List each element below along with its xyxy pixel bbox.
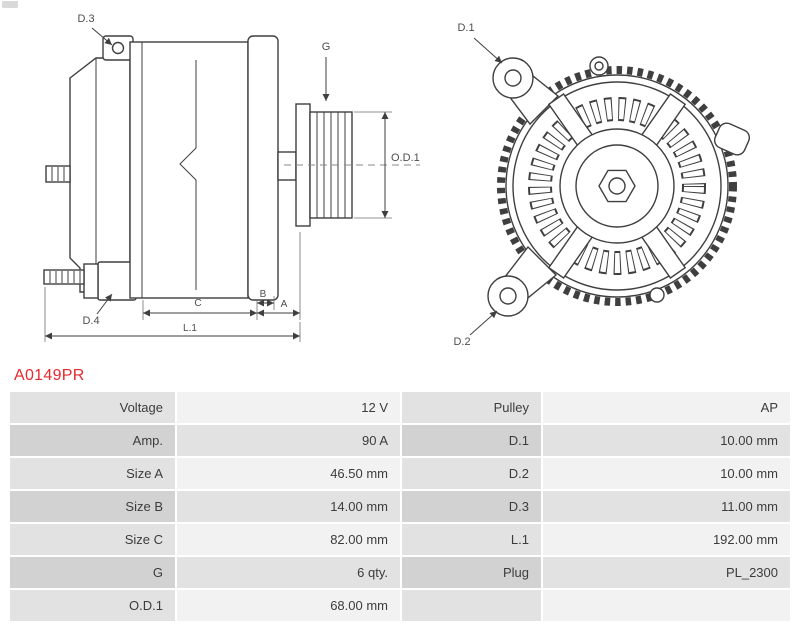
spec-value: 12 V [177,392,400,423]
spec-value: 192.00 mm [543,524,790,555]
spec-label [402,590,541,621]
spec-value: 10.00 mm [543,458,790,489]
spec-value: 68.00 mm [177,590,400,621]
spec-label: D.2 [402,458,541,489]
part-number: A0149PR [14,367,85,384]
spec-label: G [10,557,175,588]
spec-value: 82.00 mm [177,524,400,555]
spec-label: Pulley [402,392,541,423]
label-d3: D.3 [77,13,94,25]
spec-label: L.1 [402,524,541,555]
label-g: G [322,41,331,53]
right-tab [713,122,751,156]
shaft-nut [598,169,636,203]
label-d1: D.1 [457,22,474,34]
spec-label: Amp. [10,425,175,456]
label-c: C [194,298,201,309]
spec-label: Size C [10,524,175,555]
top-boss [589,56,609,76]
body-detail [179,60,197,290]
top-mounting-lug [102,35,134,61]
vent-slots-fill [530,99,704,273]
table-row: O.D.1 68.00 mm [10,590,790,621]
label-d4: D.4 [82,315,99,327]
spec-value: PL_2300 [543,557,790,588]
spec-value: 11.00 mm [543,491,790,522]
spec-value: 14.00 mm [177,491,400,522]
table-row: Size B 14.00 mm D.3 11.00 mm [10,491,790,522]
spec-label: Plug [402,557,541,588]
table-row: Size A 46.50 mm D.2 10.00 mm [10,458,790,489]
spec-label: D.3 [402,491,541,522]
label-b: B [260,289,267,300]
side-view: G O.D.1 C B A L.1 D.3 D.4 [43,13,420,342]
mounting-hole-d2 [499,287,517,305]
technical-drawing: G O.D.1 C B A L.1 D.3 D.4 [43,13,751,348]
label-l1: L.1 [183,323,197,334]
spec-value: 6 qty. [177,557,400,588]
spec-label: Voltage [10,392,175,423]
spec-label: D.1 [402,425,541,456]
shaft [277,151,297,181]
front-bracket [247,35,279,301]
bottom-mounting-bolt [43,261,137,301]
spec-label: Size B [10,491,175,522]
label-a: A [281,299,288,310]
spec-value [543,590,790,621]
rim-hole [649,287,665,303]
spec-value: 90 A [177,425,400,456]
rear-housing [69,57,131,293]
table-row: Voltage 12 V Pulley AP [10,392,790,423]
spec-label: Size A [10,458,175,489]
mounting-ear-d1 [492,57,534,99]
spec-value: 10.00 mm [543,425,790,456]
top-lug-hole [111,41,125,55]
alternator-diagram-svg: G O.D.1 C B A L.1 D.3 D.4 [43,13,751,348]
corner-artifact [2,1,18,8]
table-row: G 6 qty. Plug PL_2300 [10,557,790,588]
stator-body [129,41,249,299]
label-od1: O.D.1 [391,152,420,164]
mounting-hole-d1 [504,69,522,87]
fin-ring [497,66,737,306]
shaft-center [608,177,626,195]
front-view: D.1 D.2 [453,22,751,348]
label-d2: D.2 [453,336,470,348]
terminal-bolt [45,165,71,183]
spec-table: Voltage 12 V Pulley AP Amp. 90 A D.1 10.… [10,392,790,621]
spec-value: 46.50 mm [177,458,400,489]
spec-value: AP [543,392,790,423]
mounting-ear-d2 [487,275,529,317]
table-row: Size C 82.00 mm L.1 192.00 mm [10,524,790,555]
spec-label: O.D.1 [10,590,175,621]
table-row: Amp. 90 A D.1 10.00 mm [10,425,790,456]
